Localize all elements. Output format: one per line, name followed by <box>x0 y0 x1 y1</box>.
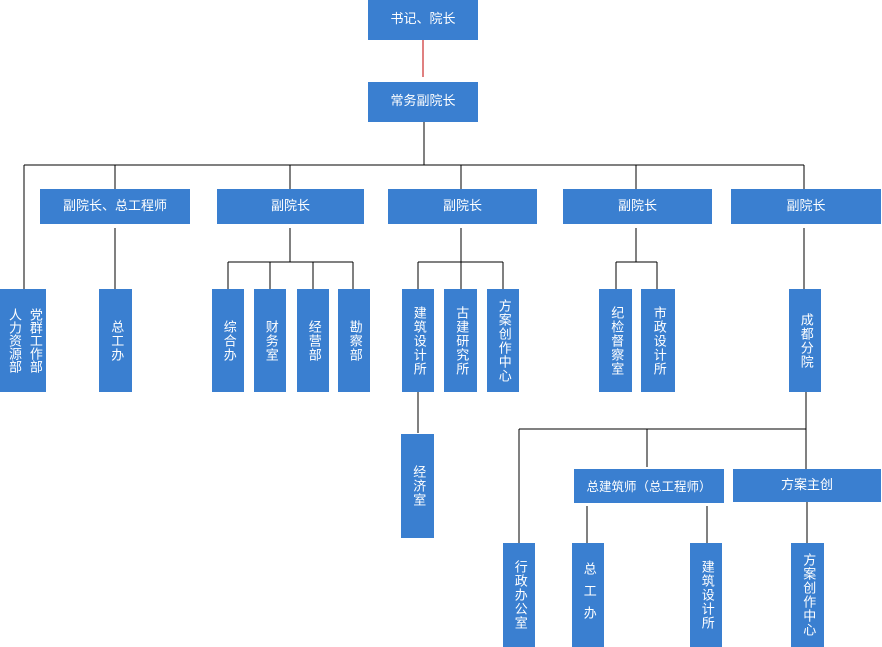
vp-chief-engineer-box: 副院长、总工程师 <box>40 189 190 224</box>
municipal-institute-box: 市政设计所 <box>641 289 675 392</box>
general-office-box: 综合办 <box>212 289 244 392</box>
executive-vp-label: 常务副院长 <box>390 94 456 110</box>
survey-dept-box: 勘察部 <box>338 289 370 392</box>
vp-chief-engineer-label: 副院长、总工程师 <box>62 198 167 214</box>
top-leader-box: 书记、院长 <box>368 0 478 40</box>
finance-label: 财务室 <box>262 319 278 362</box>
chief-architect-box: 总建筑师（总工程师） <box>574 469 724 503</box>
vp-admin-label: 副院长 <box>270 198 310 214</box>
chief-office-box: 总工办 <box>99 289 132 392</box>
chengdu-branch-label: 成都分院 <box>797 312 813 369</box>
hr-party-box: 人力资源部 党群工作部 <box>0 289 46 392</box>
chengdu-arch-institute-label: 建筑设计所 <box>698 560 714 630</box>
chengdu-chief-office-label: 总工办 <box>580 562 596 628</box>
chengdu-scheme-center-box: 方案创作中心 <box>791 543 824 647</box>
municipal-institute-label: 市政设计所 <box>650 305 666 376</box>
chief-office-label: 总工办 <box>108 319 124 362</box>
top-leader-label: 书记、院长 <box>390 12 456 28</box>
admin-office-label: 行政办公室 <box>511 560 527 630</box>
vp-architecture-box: 副院长 <box>388 189 537 224</box>
scheme-center-box: 方案创作中心 <box>487 289 519 392</box>
finance-box: 财务室 <box>254 289 286 392</box>
vp-municipal-box: 副院长 <box>563 189 712 224</box>
vp-chengdu-box: 副院长 <box>731 189 881 224</box>
scheme-lead-box: 方案主创 <box>733 469 881 502</box>
ancient-architecture-box: 古建研究所 <box>444 289 477 392</box>
discipline-office-label: 纪检督察室 <box>608 305 624 376</box>
economics-office-label: 经济室 <box>410 465 426 507</box>
economics-office-box: 经济室 <box>401 434 434 538</box>
vp-admin-box: 副院长 <box>217 189 364 224</box>
chengdu-branch-box: 成都分院 <box>789 289 821 392</box>
business-dept-box: 经营部 <box>297 289 329 392</box>
vp-architecture-label: 副院长 <box>442 198 482 214</box>
hr-party-col2: 党群工作部 <box>26 308 42 373</box>
arch-design-institute-box: 建筑设计所 <box>402 289 434 392</box>
scheme-lead-label: 方案主创 <box>780 477 833 493</box>
arch-design-institute-label: 建筑设计所 <box>410 305 426 376</box>
business-dept-label: 经营部 <box>305 319 321 362</box>
ancient-architecture-label: 古建研究所 <box>453 305 469 376</box>
general-office-label: 综合办 <box>220 319 236 362</box>
hr-party-col1: 人力资源部 <box>6 308 21 373</box>
chengdu-arch-institute-box: 建筑设计所 <box>690 543 722 647</box>
survey-dept-label: 勘察部 <box>346 319 362 362</box>
vp-municipal-label: 副院长 <box>617 198 657 214</box>
chengdu-chief-office-box: 总工办 <box>572 543 604 647</box>
chief-architect-label: 总建筑师（总工程师） <box>586 478 712 494</box>
discipline-office-box: 纪检督察室 <box>599 289 632 392</box>
scheme-center-label: 方案创作中心 <box>495 298 511 383</box>
chengdu-scheme-center-label: 方案创作中心 <box>800 553 816 637</box>
vp-chengdu-label: 副院长 <box>786 198 826 214</box>
admin-office-box: 行政办公室 <box>503 543 535 647</box>
executive-vp-box: 常务副院长 <box>368 82 478 122</box>
